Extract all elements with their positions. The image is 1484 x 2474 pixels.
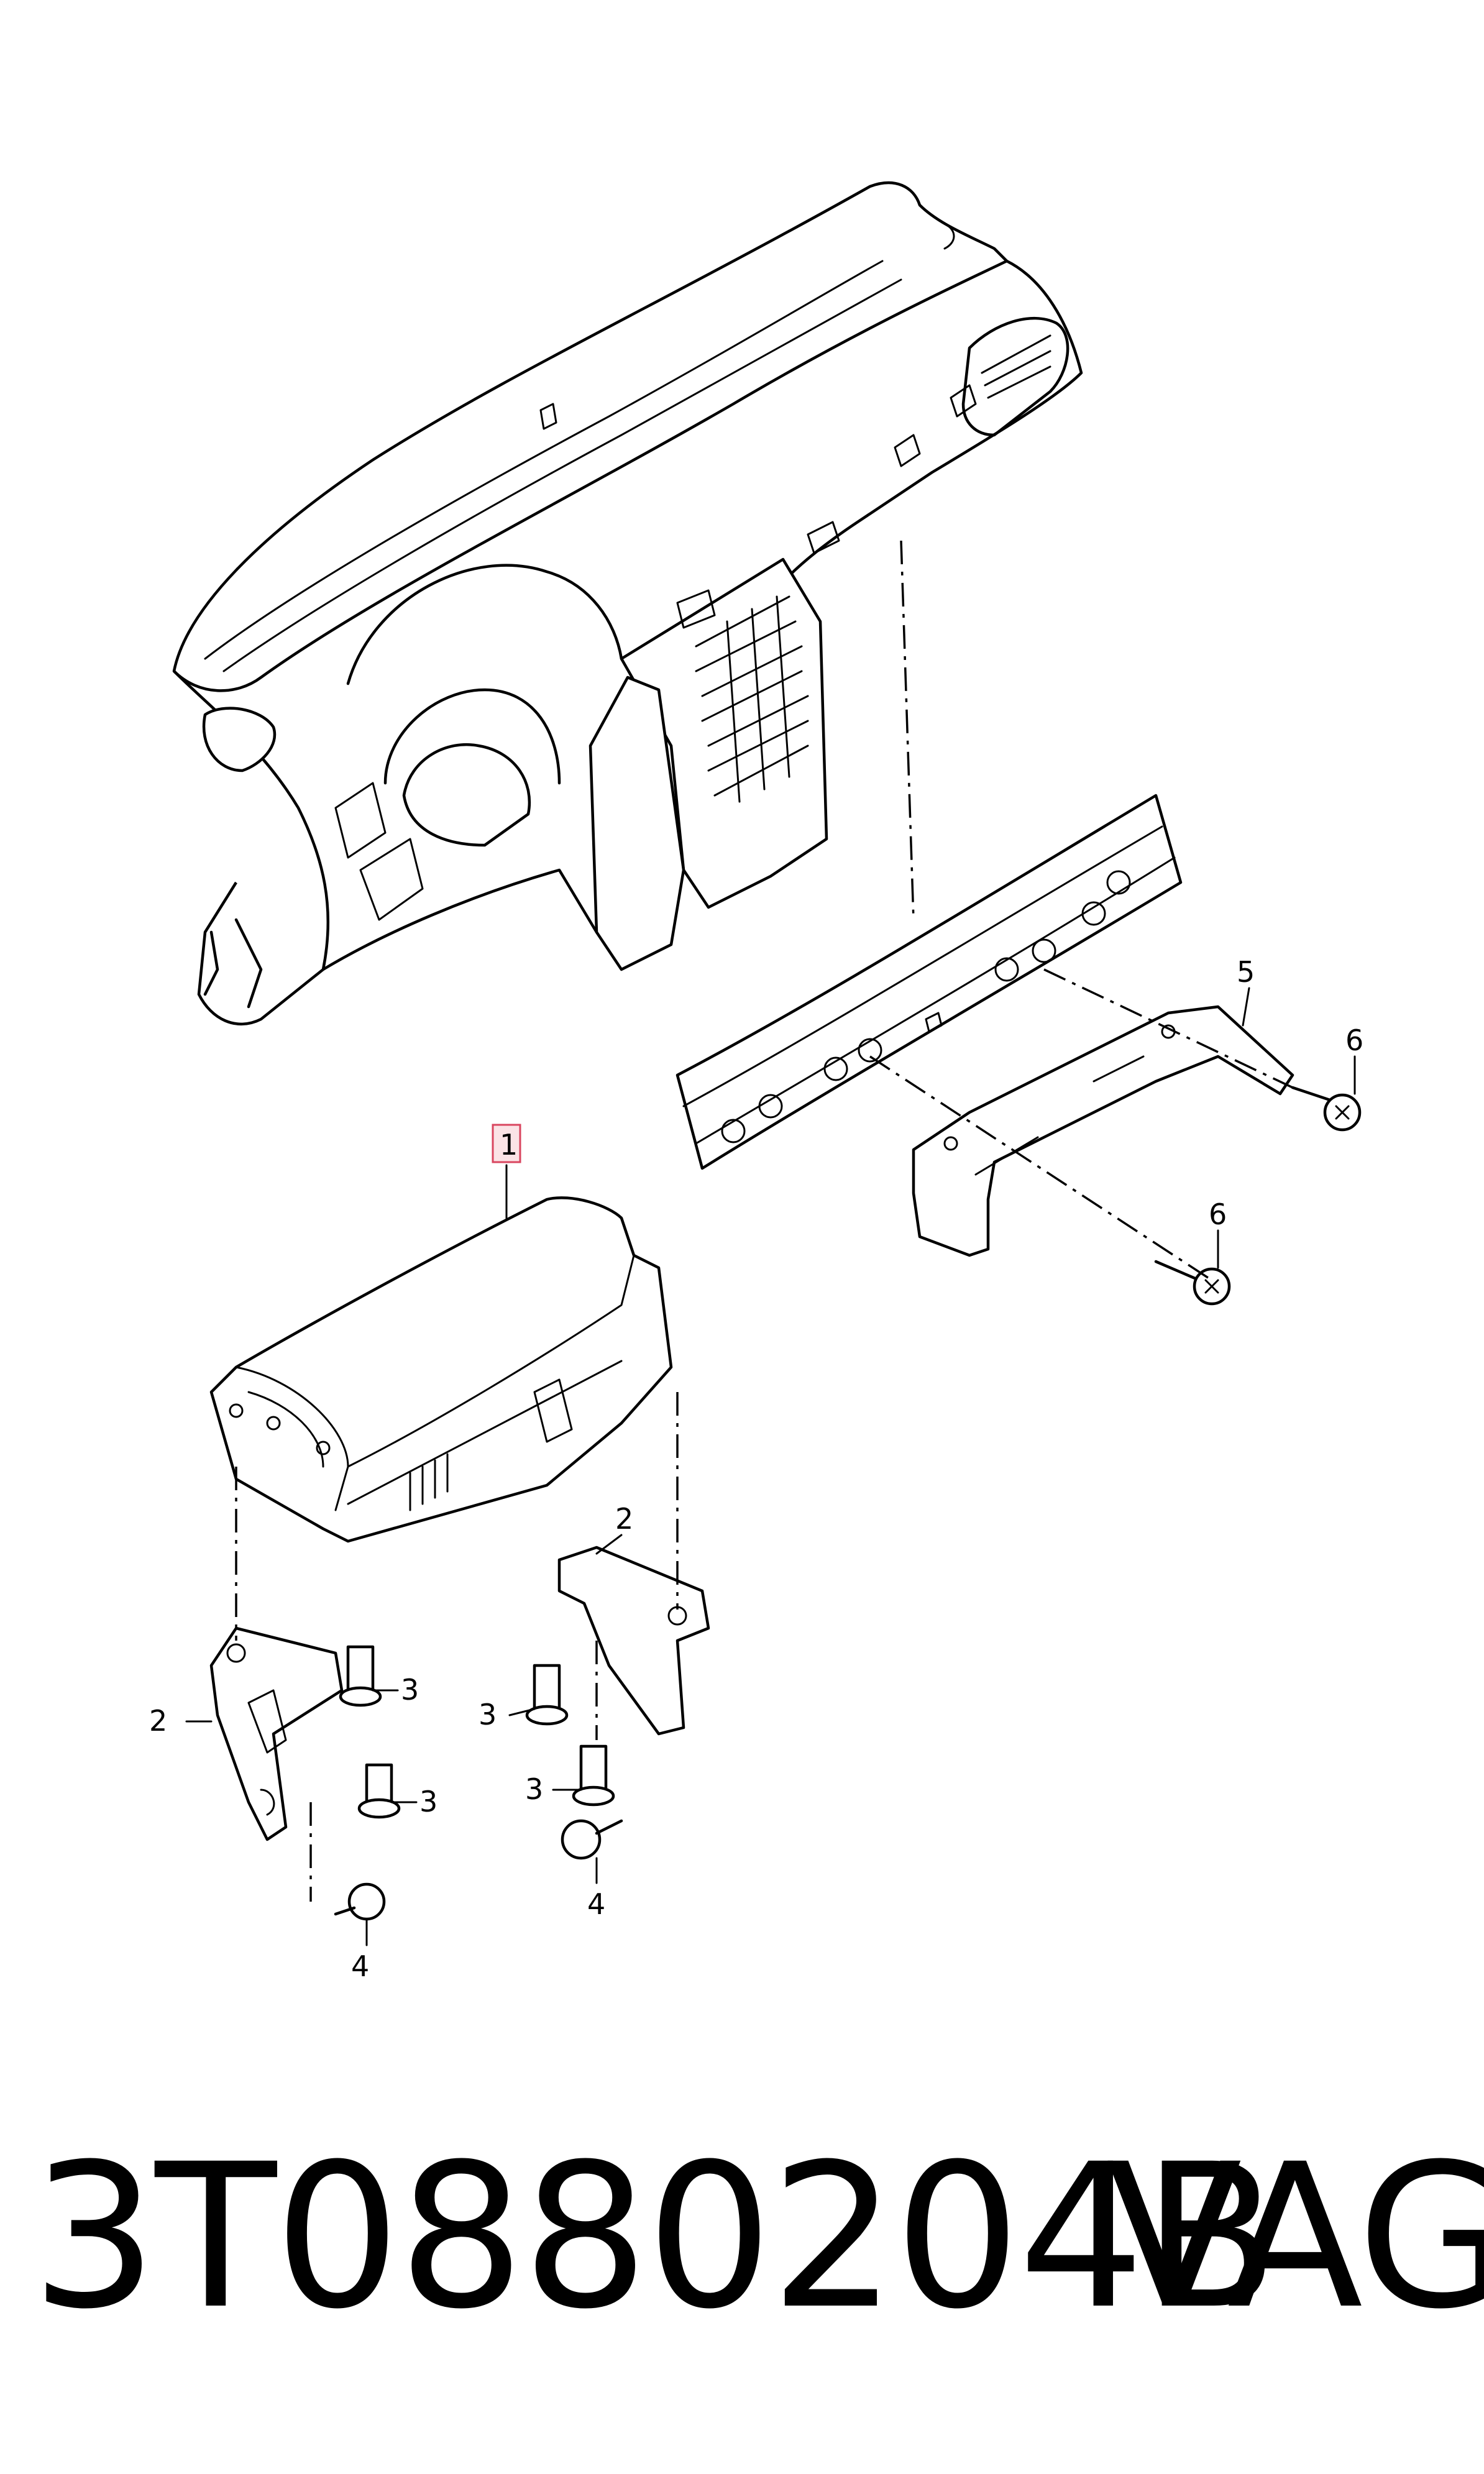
airbag-module-part-1 — [209, 1196, 673, 1543]
screw-part-4-right — [561, 1819, 623, 1860]
callout-5: 5 — [1237, 955, 1255, 989]
bracket-part-2-right — [557, 1546, 710, 1736]
callout-4-right: 4 — [587, 1887, 605, 1921]
screw-part-3-a — [339, 1645, 382, 1707]
callout-3-c: 3 — [479, 1698, 497, 1731]
callout-6-upper: 6 — [1345, 1024, 1363, 1057]
screw-part-3-b — [357, 1763, 401, 1819]
callout-4-left: 4 — [351, 1949, 369, 1983]
callout-3-b: 3 — [419, 1785, 437, 1818]
assembly-guide-lines — [235, 540, 1293, 1902]
callout-3-d: 3 — [525, 1772, 543, 1806]
callout-1: 1 — [500, 1128, 518, 1161]
screw-part-6-upper — [1291, 1086, 1362, 1132]
part-number-label: 3T0880204B — [31, 2122, 1279, 2353]
callout-6-lower: 6 — [1209, 1198, 1227, 1231]
callout-3-a: 3 — [401, 1673, 419, 1707]
brand-label: VAG — [1106, 2122, 1484, 2353]
screw-part-4-left — [334, 1882, 386, 1921]
bracket-part-5 — [912, 1005, 1294, 1257]
dashboard-panel — [172, 181, 1083, 1026]
cross-member-beam — [676, 794, 1183, 1170]
screw-part-6-lower — [1154, 1260, 1231, 1306]
callout-labels: 1 5 6 6 2 2 3 3 3 3 4 4 — [149, 955, 1363, 1983]
screw-part-3-d — [572, 1744, 615, 1807]
callout-1-highlight — [492, 1124, 521, 1163]
bracket-part-2-left — [209, 1626, 344, 1841]
leader-lines — [185, 987, 1356, 1946]
callout-2-right: 2 — [615, 1502, 633, 1536]
screw-part-3-c — [525, 1664, 569, 1726]
callout-2-left: 2 — [149, 1704, 167, 1738]
